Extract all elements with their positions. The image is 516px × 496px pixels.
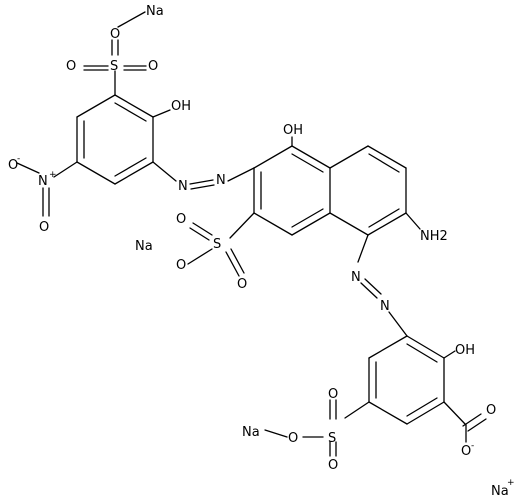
atom-o-nitro-down: O: [39, 220, 49, 235]
atom-o-bottom-bottom: O: [328, 458, 338, 473]
sodium-ion: Na: [491, 484, 509, 496]
atom-o-carboxyl-top: O: [486, 403, 496, 418]
atom-n-nitro: N: [38, 174, 48, 189]
atom-o-bottom-top: O: [328, 387, 338, 402]
atom-na-bottom: Na: [242, 425, 260, 440]
atom-s-bottom: S: [328, 431, 336, 446]
plus-sign-nitro: +: [49, 170, 57, 180]
atom-labels: Na O S O O OH O - N + O N N OH S O O O N…: [8, 4, 515, 496]
minus-sign-nitro: -: [17, 154, 20, 164]
atom-oh-top: OH: [171, 99, 191, 114]
atom-s-top: S: [110, 59, 118, 74]
atom-o-top: O: [110, 27, 120, 42]
atom-o-top-right: O: [148, 59, 158, 74]
atom-na-top: Na: [146, 4, 164, 19]
atom-o-minus-nitro: O: [8, 158, 18, 173]
atom-oh-bottom: OH: [455, 343, 475, 358]
sodium-ion-charge: +: [507, 478, 515, 488]
atom-nh2: NH2: [420, 229, 448, 244]
atom-o-mid-top: O: [176, 212, 186, 227]
atom-oh-mid: OH: [283, 123, 303, 138]
minus-sign-carboxyl: -: [471, 441, 474, 451]
atom-o-top-left: O: [66, 59, 76, 74]
atom-n-azo1-b: N: [216, 173, 226, 188]
bond-lines: [16, 11, 487, 457]
atom-o-mid-ester: O: [176, 258, 186, 273]
atom-na-mid: Na: [135, 239, 153, 254]
atom-s-mid: S: [213, 237, 221, 252]
atom-n-azo1-a: N: [178, 179, 188, 194]
atom-n-azo2-b: N: [380, 299, 390, 314]
atom-o-bottom-ester: O: [288, 431, 298, 446]
atom-o-mid-bottom: O: [237, 277, 247, 292]
atom-n-azo2-a: N: [351, 270, 361, 285]
atom-o-carboxyl-minus: O: [461, 444, 471, 459]
